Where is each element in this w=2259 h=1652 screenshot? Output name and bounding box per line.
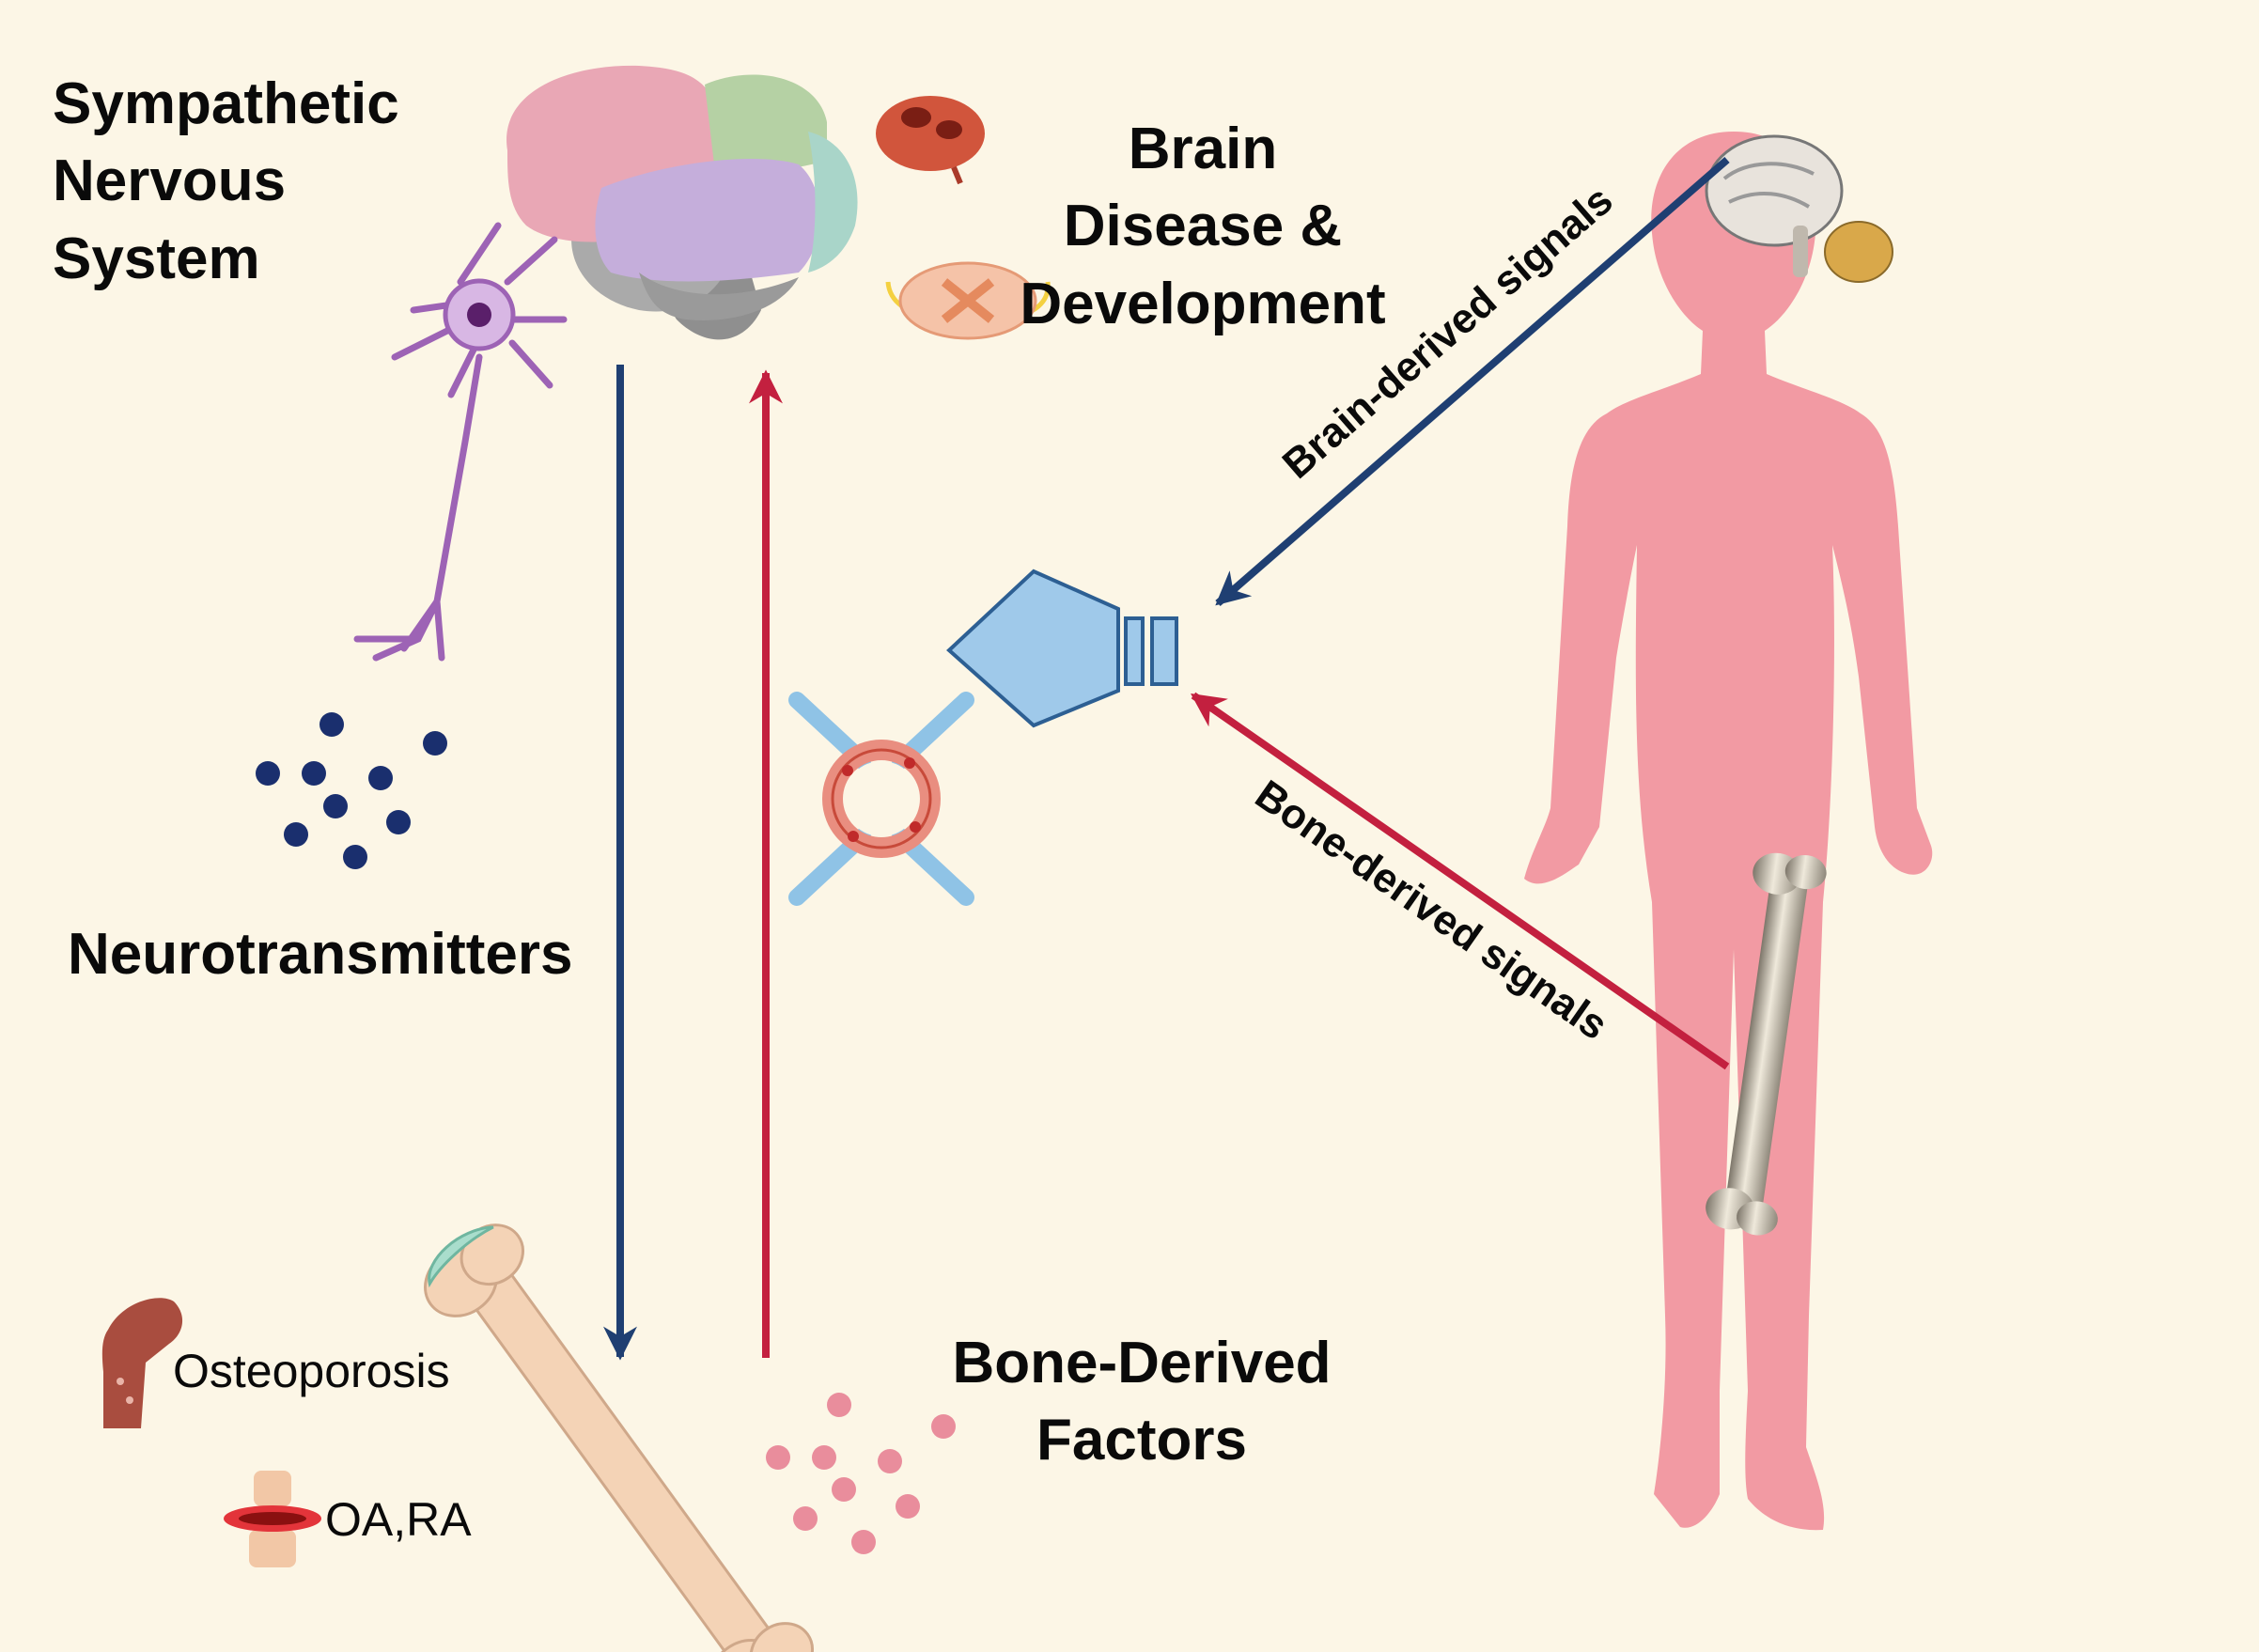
head-brain-icon	[1705, 134, 1893, 283]
brain-disease-development-label: Brain Disease & Development	[1005, 111, 1400, 343]
bone-factors-line-1: Bone-Derived	[952, 1331, 1332, 1395]
bone-derived-factors-label: Bone-Derived Factors	[930, 1325, 1353, 1480]
osteoporosis-label: Osteoporosis	[173, 1345, 450, 1397]
sympathetic-line-1: Sympathetic	[53, 71, 399, 136]
neurotransmitter-dots	[256, 712, 447, 869]
diseased-brain-icon	[876, 96, 985, 185]
bone-factors-line-2: Factors	[1036, 1408, 1247, 1473]
neurotransmitters-label: Neurotransmitters	[68, 922, 573, 987]
femur-bone-icon	[424, 1223, 814, 1652]
brain-disease-line-1: Brain	[1128, 117, 1278, 181]
sympathetic-line-3: System	[53, 226, 260, 291]
spinal-cord-icon	[885, 261, 1051, 340]
brain-disease-line-3: Development	[1020, 271, 1386, 336]
neuron-icon	[353, 222, 568, 662]
sympathetic-nervous-system-label: Sympathetic Nervous System	[53, 66, 399, 298]
brain-disease-line-2: Disease &	[1063, 194, 1343, 259]
human-body-outline	[1524, 132, 1933, 1531]
bone-signal-arrow	[1191, 692, 1730, 1070]
brain-illustration	[506, 65, 858, 340]
sympathetic-line-2: Nervous	[53, 148, 287, 214]
thigh-bone-icon	[1706, 852, 1827, 1236]
big-blue-arrow	[946, 569, 1178, 728]
bone-factor-dots	[766, 1393, 956, 1554]
oa-ra-label: OA,RA	[325, 1493, 472, 1546]
joint-icon	[224, 1471, 321, 1567]
human-body-silhouette	[1524, 132, 1933, 1531]
osteoporosis-bone-icon	[101, 1298, 183, 1428]
brain-signal-arrow	[1215, 156, 1730, 607]
blood-vessel-icon	[788, 692, 974, 906]
